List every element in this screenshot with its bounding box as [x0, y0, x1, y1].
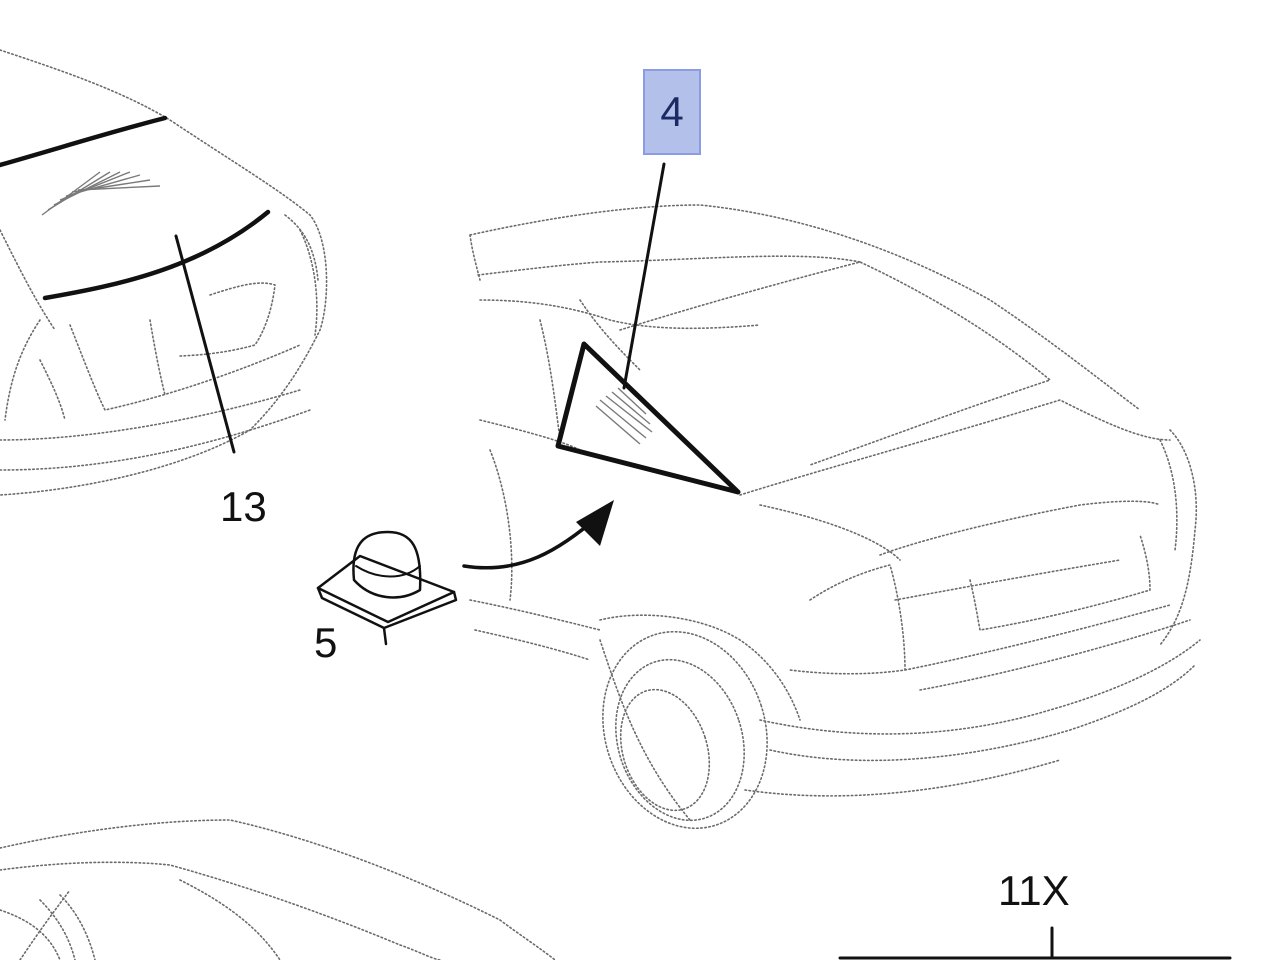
car-bottom-left: [0, 819, 556, 960]
callout-4[interactable]: 4: [643, 69, 701, 155]
callout-5: 5: [314, 619, 338, 666]
callout-11x: 11X: [998, 867, 1070, 914]
car-top-left: [0, 49, 328, 496]
callout-13: 13: [220, 483, 267, 530]
group-bracket-11x: [838, 926, 1232, 960]
car-main: [462, 162, 1201, 830]
clip-part-5: [316, 530, 458, 646]
